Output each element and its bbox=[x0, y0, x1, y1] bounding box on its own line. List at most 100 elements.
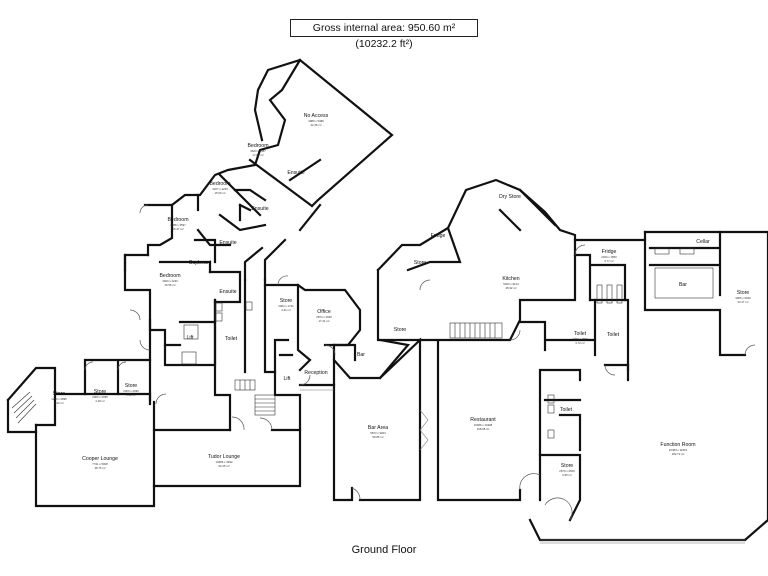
svg-text:38.76 m²: 38.76 m² bbox=[94, 466, 105, 470]
svg-text:3.62 m²: 3.62 m² bbox=[54, 401, 64, 405]
svg-text:2000 x 2095: 2000 x 2095 bbox=[92, 395, 108, 399]
svg-text:Function Room: Function Room bbox=[660, 442, 695, 448]
svg-text:16.58 m²: 16.58 m² bbox=[164, 283, 175, 287]
svg-text:45.92 m²: 45.92 m² bbox=[505, 286, 516, 290]
svg-text:17.80 m²: 17.80 m² bbox=[252, 153, 263, 157]
svg-text:Store: Store bbox=[737, 290, 750, 296]
svg-text:6.96 m²: 6.96 m² bbox=[562, 473, 572, 477]
svg-text:7741 x 5008: 7741 x 5008 bbox=[92, 462, 108, 466]
room-ensuite-1: Ensuite bbox=[287, 170, 304, 176]
svg-text:3.77 m²: 3.77 m² bbox=[604, 259, 614, 263]
svg-text:52.25 m²: 52.25 m² bbox=[218, 464, 229, 468]
room-dry-store: Dry Store bbox=[499, 194, 521, 200]
svg-text:3965 x 5920: 3965 x 5920 bbox=[735, 296, 751, 300]
room-reception: Reception bbox=[304, 370, 327, 376]
svg-text:Store: Store bbox=[53, 391, 66, 397]
svg-text:Store: Store bbox=[125, 383, 138, 389]
svg-text:Fridge: Fridge bbox=[602, 249, 617, 255]
svg-text:Store: Store bbox=[561, 463, 574, 469]
room-tudor-lounge: Tudor Lounge 10486 x 3993 52.25 m² bbox=[208, 454, 240, 468]
floor-name: Ground Floor bbox=[351, 544, 417, 556]
room-restaurant: Restaurant 10486 x 10308 108.08 m² bbox=[470, 417, 496, 431]
svg-text:Bedroom: Bedroom bbox=[159, 273, 180, 279]
svg-text:23.47 m²: 23.47 m² bbox=[737, 300, 748, 304]
room-lift-1: Lift bbox=[187, 335, 194, 341]
svg-text:Bedroom: Bedroom bbox=[167, 217, 188, 223]
svg-text:2000 x 1860: 2000 x 1860 bbox=[572, 337, 588, 341]
svg-text:1250 x 2895: 1250 x 2895 bbox=[51, 397, 67, 401]
svg-text:2670 x 2609: 2670 x 2609 bbox=[559, 469, 575, 473]
svg-text:2874 x 3039: 2874 x 3039 bbox=[316, 315, 332, 319]
svg-text:182.72 m²: 182.72 m² bbox=[672, 452, 685, 456]
svg-text:108.08 m²: 108.08 m² bbox=[477, 427, 490, 431]
svg-text:Kitchen: Kitchen bbox=[502, 276, 519, 282]
room-store-bar: Store bbox=[394, 327, 407, 333]
svg-text:2040 x 1850: 2040 x 1850 bbox=[601, 255, 617, 259]
svg-text:15484 x 11801: 15484 x 11801 bbox=[669, 448, 688, 452]
svg-text:Store: Store bbox=[94, 389, 107, 395]
room-bar-area: Bar Area 6873 x 9003 59.86 m² bbox=[368, 425, 388, 439]
room-bedroom-4: Bedroom 3920 x 4230 16.58 m² bbox=[159, 273, 180, 287]
svg-text:Office: Office bbox=[317, 309, 331, 315]
svg-text:2484 x 1741: 2484 x 1741 bbox=[278, 304, 294, 308]
room-store-big: Store 3965 x 5920 23.47 m² bbox=[735, 290, 751, 304]
room-toilet-1: Toilet bbox=[225, 336, 238, 342]
svg-text:No Access: No Access bbox=[304, 113, 329, 119]
room-toilet-2: Toilet 2000 x 1860 3.72 m² bbox=[572, 331, 588, 345]
room-office: Office 2874 x 3039 17.31 m² bbox=[316, 309, 332, 323]
svg-text:10486 x 3993: 10486 x 3993 bbox=[216, 460, 233, 464]
room-bedroom-3: Bedroom 2988 x 3597 16.47 m² bbox=[167, 217, 188, 231]
room-kitchen: Kitchen 5033 x 9124 45.92 m² bbox=[502, 276, 519, 290]
svg-text:10486 x 10308: 10486 x 10308 bbox=[474, 423, 493, 427]
svg-text:Tudor Lounge: Tudor Lounge bbox=[208, 454, 240, 460]
room-store-corridor: Store 2484 x 1741 4.31 m² bbox=[278, 298, 294, 312]
svg-text:Restaurant: Restaurant bbox=[470, 417, 496, 423]
room-store-c: Store 2000 x 2095 4.18 m² bbox=[123, 383, 139, 397]
svg-text:4.18 m²: 4.18 m² bbox=[126, 393, 136, 397]
room-store-kitchen: Store bbox=[414, 260, 427, 266]
room-bar-small: Bar bbox=[357, 352, 365, 358]
room-store-fn: Store 2670 x 2609 6.96 m² bbox=[559, 463, 575, 477]
room-labels: No Access 3980 x 5489 22.36 m² Bedroom 3… bbox=[51, 113, 751, 477]
svg-text:5033 x 9124: 5033 x 9124 bbox=[503, 282, 519, 286]
svg-text:3327 x 4230: 3327 x 4230 bbox=[212, 187, 228, 191]
svg-text:3980 x 5489: 3980 x 5489 bbox=[308, 119, 324, 123]
svg-text:15.53 m²: 15.53 m² bbox=[214, 191, 225, 195]
walls bbox=[6, 58, 768, 542]
room-bar-fn: Bar bbox=[679, 282, 687, 288]
room-bedroom-1: Bedroom 3623 x 4587 17.80 m² bbox=[247, 143, 268, 157]
svg-text:Bar Area: Bar Area bbox=[368, 425, 388, 431]
room-function-room: Function Room 15484 x 11801 182.72 m² bbox=[660, 442, 695, 456]
svg-text:17.31 m²: 17.31 m² bbox=[318, 319, 329, 323]
svg-text:22.36 m²: 22.36 m² bbox=[310, 123, 321, 127]
svg-text:Store: Store bbox=[280, 298, 293, 304]
room-ensuite-4: Ensuite bbox=[219, 289, 236, 295]
room-fridge-1: Fridge bbox=[431, 233, 446, 239]
svg-text:2988 x 3597: 2988 x 3597 bbox=[170, 223, 186, 227]
room-store-b: Store 2000 x 2095 4.18 m² bbox=[92, 389, 108, 403]
room-ensuite-2: Ensuite bbox=[251, 206, 268, 212]
svg-text:3920 x 4230: 3920 x 4230 bbox=[162, 279, 178, 283]
room-cupboard: Cupboard bbox=[189, 260, 212, 266]
gross-area-title: Gross internal area: 950.60 m² (10232.2 … bbox=[290, 19, 478, 50]
room-lift-2: Lift bbox=[284, 376, 291, 382]
room-cooper-lounge: Cooper Lounge 7741 x 5008 38.76 m² bbox=[82, 456, 118, 470]
room-store-a: Store 1250 x 2895 3.62 m² bbox=[51, 391, 67, 405]
room-no-access: No Access 3980 x 5489 22.36 m² bbox=[304, 113, 329, 127]
svg-text:4.31 m²: 4.31 m² bbox=[281, 308, 291, 312]
svg-text:2000 x 2095: 2000 x 2095 bbox=[123, 389, 139, 393]
svg-text:59.86 m²: 59.86 m² bbox=[372, 435, 383, 439]
svg-text:16.47 m²: 16.47 m² bbox=[172, 227, 183, 231]
svg-text:6873 x 9003: 6873 x 9003 bbox=[370, 431, 386, 435]
svg-text:3.72 m²: 3.72 m² bbox=[575, 341, 585, 345]
room-fridge-2: Fridge 2040 x 1850 3.77 m² bbox=[601, 249, 617, 263]
svg-text:Cooper Lounge: Cooper Lounge bbox=[82, 456, 118, 462]
room-cellar: Cellar bbox=[696, 239, 710, 245]
room-bedroom-2: Bedroom 3327 x 4230 15.53 m² bbox=[209, 181, 230, 195]
room-toilet-4: Toilet bbox=[560, 407, 573, 413]
svg-text:Toilet: Toilet bbox=[574, 331, 587, 337]
svg-text:Bedroom: Bedroom bbox=[247, 143, 268, 149]
svg-text:Bedroom: Bedroom bbox=[209, 181, 230, 187]
fixtures bbox=[11, 204, 756, 544]
